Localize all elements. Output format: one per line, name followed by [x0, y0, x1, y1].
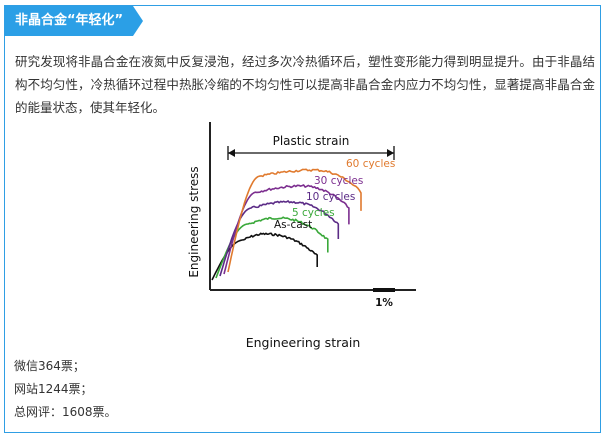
series-curve-4: [227, 168, 362, 273]
vote-summary: 微信364票； 网站1244票； 总网评：1608票。: [14, 355, 117, 424]
chart-axes: [209, 122, 416, 292]
section-title: 非晶合金“年轻化”: [5, 6, 143, 36]
series-curve-3: [223, 184, 350, 275]
scale-bar: [373, 288, 395, 292]
description-paragraph: 研究发现将非晶合金在液氮中反复浸泡，经过多次冷热循环后，塑性变形能力得到明显提升…: [15, 54, 595, 115]
series-label-0: As-cast: [274, 219, 312, 231]
scale-bar-label: 1%: [375, 297, 393, 309]
plastic-strain-arrowhead-left: [228, 149, 235, 157]
chart-curves: [211, 168, 362, 281]
x-axis-title: Engineering strain: [246, 335, 361, 350]
series-label-3: 30 cycles: [314, 175, 363, 187]
plastic-strain-arrowhead-right: [387, 149, 394, 157]
content-card: 非晶合金“年轻化” 研究发现将非晶合金在液氮中反复浸泡，经过多次冷热循环后，塑性…: [4, 5, 601, 433]
vote-wechat: 微信364票；: [14, 359, 85, 373]
y-axis-title: Engineering stress: [187, 166, 201, 277]
plastic-strain-label: Plastic strain: [273, 134, 350, 148]
series-label-1: 5 cycles: [292, 207, 335, 219]
vote-total: 总网评：1608票。: [14, 405, 117, 419]
series-label-2: 10 cycles: [306, 191, 355, 203]
series-label-4: 60 cycles: [346, 158, 395, 170]
vote-website: 网站1244票；: [14, 382, 93, 396]
